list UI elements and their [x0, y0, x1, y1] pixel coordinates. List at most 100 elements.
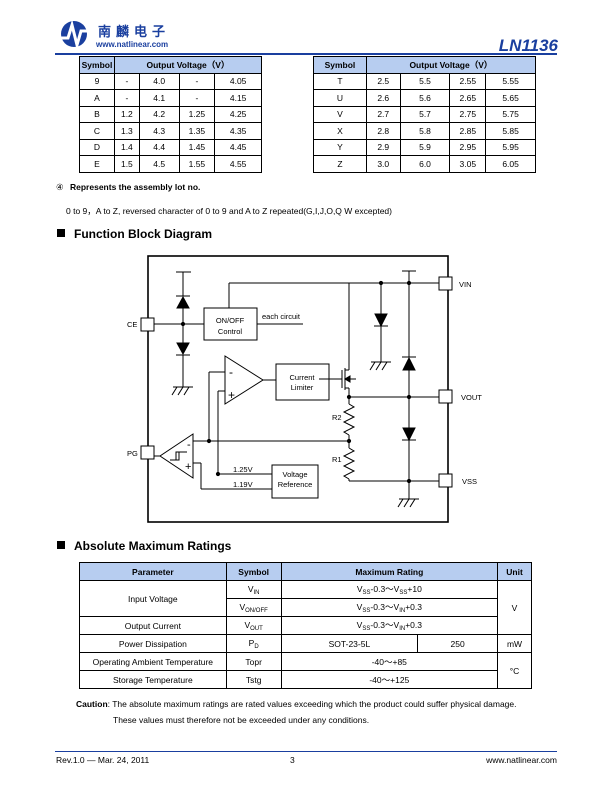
footer-rule: [55, 751, 557, 752]
chip-outline: [147, 255, 449, 523]
col-header-symbol: Symbol: [79, 56, 115, 74]
voltage-cell: 3.0: [365, 155, 401, 173]
ref-125v-label: 1.25V: [233, 465, 253, 474]
symbol-cell: A: [79, 89, 115, 107]
ref-119v-label: 1.19V: [233, 480, 253, 489]
rating-topr: -40～+85: [280, 652, 499, 671]
r1-label: R1: [332, 455, 342, 464]
square-bullet-icon: [57, 229, 65, 237]
unit-mw: mW: [497, 634, 532, 653]
package-name: SOT-23-5L: [280, 634, 419, 653]
opamp-plus: +: [228, 388, 235, 402]
footer-website: www.natlinear.com: [486, 755, 557, 765]
table-row: Output Current VOUT VSS-0.3～VIN+0.3: [79, 616, 532, 635]
ratings-title: Absolute Maximum Ratings: [74, 539, 232, 553]
part-number: LN1136: [498, 36, 558, 55]
col-header-output-voltage: Output Voltage（V）: [113, 56, 263, 74]
caution-line2: These values must therefore not be excee…: [113, 715, 370, 725]
param-input-voltage: Input Voltage: [79, 580, 227, 617]
pd-value: 250: [417, 634, 499, 653]
pin-ce-square: [140, 317, 155, 332]
lot-note-title: ④ Represents the assembly lot no.: [56, 182, 200, 193]
lot-note-text: 0 to 9，A to Z, reversed character of 0 t…: [66, 206, 392, 216]
vref-label-line2: Reference: [278, 480, 313, 489]
caution-label: Caution: [76, 699, 108, 709]
ratings-table: Parameter Symbol Maximum Rating Unit Inp…: [79, 562, 532, 689]
square-bullet-icon: [57, 541, 65, 549]
symbol-vout: VOUT: [225, 616, 282, 635]
unit-celsius: °C: [497, 652, 532, 689]
col-header-unit: Unit: [497, 562, 532, 581]
r2-label: R2: [332, 413, 342, 422]
rating-vout: VSS-0.3～VIN+0.3: [280, 616, 499, 635]
comparator-minus: -: [187, 439, 191, 451]
voltage-cell: 6.05: [485, 155, 536, 173]
col-header-symbol: Symbol: [225, 562, 282, 581]
table-row: Operating Ambient Temperature Topr -40～+…: [79, 652, 532, 689]
block-diagram-heading: Function Block Diagram: [57, 227, 212, 241]
company-logo: [58, 19, 94, 51]
pin-vin-square: [438, 276, 453, 291]
header-website: www.natlinear.com: [96, 40, 169, 49]
pin-vin-label: VIN: [459, 280, 472, 289]
comparator-plus: +: [185, 461, 191, 473]
table-row: Power Dissipation PD SOT-23-5L 250 mW: [79, 634, 532, 653]
vref-label-line1: Voltage: [282, 470, 307, 479]
col-header-output-voltage: Output Voltage（V）: [365, 56, 537, 74]
pin-vout-label: VOUT: [461, 393, 482, 402]
pin-pg-label: PG: [127, 449, 138, 458]
param-operating-temp: Operating Ambient Temperature: [79, 652, 227, 671]
company-name-cn: 南麟电子: [98, 25, 171, 40]
table-row: Storage Temperature Tstg -40～+125: [79, 670, 532, 689]
rating-vin: VSS-0.3～VSS+10: [280, 580, 499, 599]
symbol-tstg: Tstg: [225, 670, 282, 689]
onoff-label-line1: ON/OFF: [216, 316, 245, 325]
pin-vout-square: [438, 389, 453, 404]
col-header-parameter: Parameter: [79, 562, 227, 581]
voltage-cell: -: [113, 72, 140, 90]
ratings-heading: Absolute Maximum Ratings: [57, 539, 231, 553]
symbol-von-off: VON/OFF: [225, 598, 282, 617]
logo-mark-icon: [60, 19, 92, 51]
opamp-minus: -: [229, 365, 233, 379]
caution-line1: : The absolute maximum ratings are rated…: [107, 699, 517, 709]
col-header-rating: Maximum Rating: [280, 562, 499, 581]
pin-pg-square: [140, 445, 155, 460]
symbol-pd: PD: [225, 634, 282, 653]
unit-volts: V: [497, 580, 532, 635]
circled-four-marker: ④: [56, 182, 64, 192]
each-circuit-label: each circuit: [262, 312, 301, 321]
onoff-label-line2: Control: [218, 327, 243, 336]
voltage-cell: 2.6: [365, 89, 401, 107]
limiter-label-line1: Current: [289, 373, 315, 382]
table-row: Input Voltage VIN VSS-0.3～VSS+10 V: [79, 580, 532, 635]
symbol-vin: VIN: [225, 580, 282, 599]
symbol-cell: E: [79, 155, 115, 173]
voltage-cell: 6.0: [399, 155, 451, 173]
caution-note: Caution: The absolute maximum ratings ar…: [76, 696, 558, 712]
param-power-dissipation: Power Dissipation: [79, 634, 227, 653]
pin-vss-square: [438, 473, 453, 488]
limiter-label-line2: Limiter: [291, 383, 314, 392]
voltage-cell: 4.55: [214, 155, 262, 173]
voltage-cell: 1.5: [113, 155, 140, 173]
footer-revision: Rev.1.0 — Mar. 24, 2011: [56, 755, 150, 765]
param-output-current: Output Current: [79, 616, 227, 635]
pin-ce-label: CE: [127, 320, 137, 329]
symbol-cell: Z: [313, 155, 367, 173]
pin-vss-label: VSS: [462, 477, 477, 486]
symbol-topr: Topr: [225, 652, 282, 671]
header-rule: [55, 53, 557, 55]
param-storage-temp: Storage Temperature: [79, 670, 227, 689]
footer-page-number: 3: [290, 755, 295, 765]
block-diagram-title: Function Block Diagram: [74, 227, 213, 241]
symbol-cell: C: [79, 122, 115, 140]
